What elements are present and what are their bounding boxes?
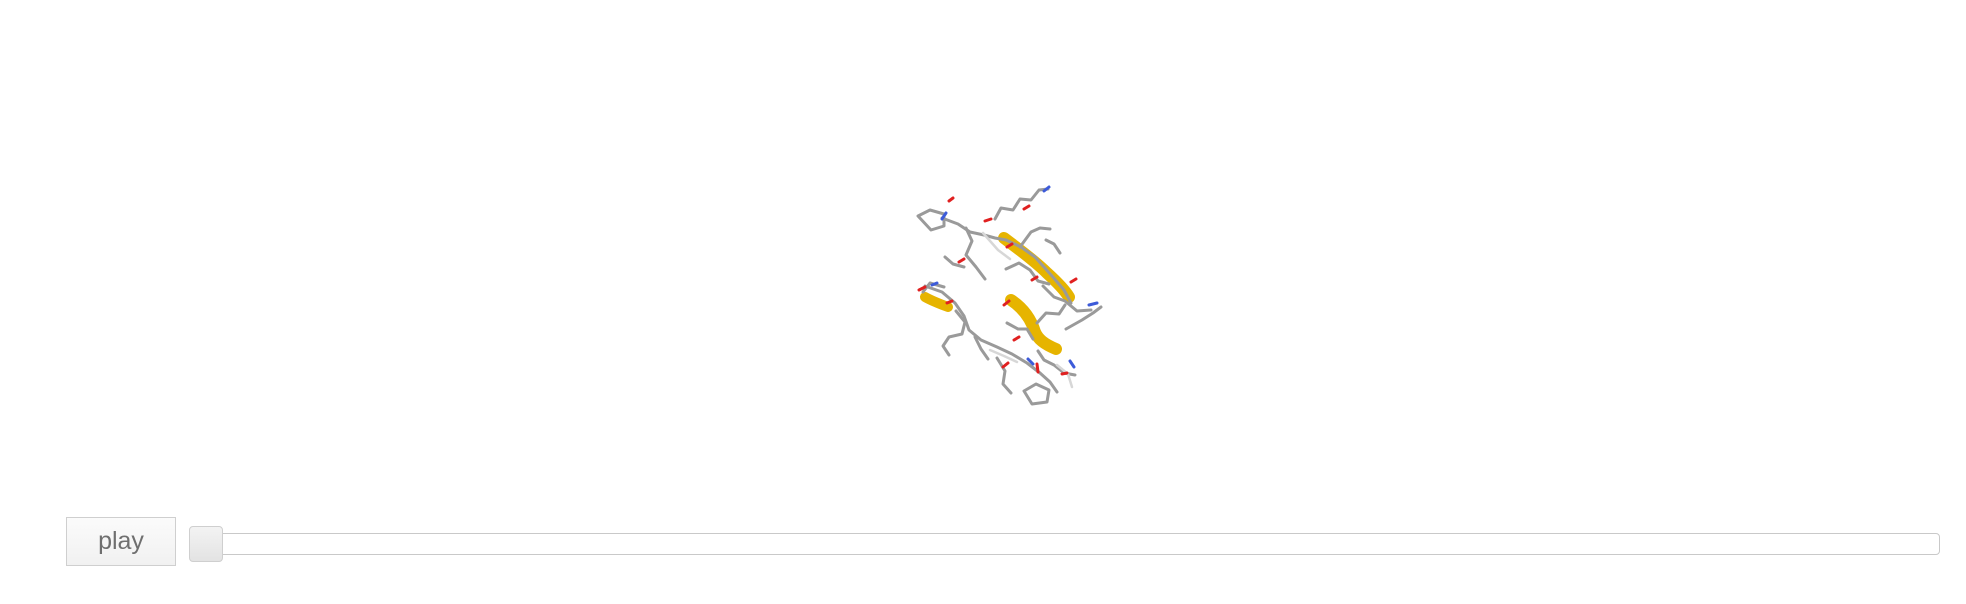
oxygen-14 xyxy=(1022,204,1031,211)
backbone-white-1 xyxy=(981,231,1012,261)
side-chain-12 xyxy=(1044,238,1062,255)
oxygen-10 xyxy=(1001,361,1010,369)
nitrogen-4 xyxy=(930,281,939,287)
side-chain-4 xyxy=(1064,305,1103,331)
frame-slider-handle[interactable] xyxy=(189,526,223,562)
beta-strand-upper xyxy=(998,232,1075,303)
side-chain-5 xyxy=(941,309,967,357)
side-chain-11 xyxy=(943,255,966,269)
nitrogen-3 xyxy=(940,211,948,221)
nitrogen-2 xyxy=(1087,301,1099,307)
oxygen-2 xyxy=(957,257,966,264)
side-chain-9 xyxy=(1035,303,1067,325)
molecule-structure xyxy=(916,185,1103,406)
beta-strand-middle xyxy=(1005,294,1062,355)
backbone-white-2 xyxy=(988,348,1019,364)
proline-ring-bottom xyxy=(1022,382,1051,406)
oxygen-9 xyxy=(1012,335,1021,342)
oxygen-3 xyxy=(1005,242,1014,249)
side-chain-14 xyxy=(973,335,990,361)
oxygen-5 xyxy=(1069,277,1078,284)
molecule-viewer[interactable] xyxy=(0,0,1966,500)
side-chain-7 xyxy=(995,356,1013,395)
playback-controls: play xyxy=(66,517,1946,569)
oxygen-7 xyxy=(945,299,954,305)
proline-ring-left xyxy=(916,208,946,232)
lysine-side-chain xyxy=(993,187,1050,221)
side-chain-3 xyxy=(1041,284,1093,313)
oxygen-13 xyxy=(983,217,993,223)
oxygen-12 xyxy=(1035,362,1040,374)
backbone-white-3 xyxy=(1055,363,1074,389)
side-chain-8 xyxy=(1018,226,1052,249)
oxygen-8 xyxy=(1002,299,1011,307)
side-chain-13 xyxy=(1005,321,1035,341)
nitrogen-6 xyxy=(1068,359,1076,369)
nitrogen-5 xyxy=(1026,357,1035,366)
side-chain-10 xyxy=(921,281,946,294)
oxygen-11 xyxy=(1060,371,1069,376)
oxygen-1 xyxy=(947,196,955,203)
oxygen-6 xyxy=(917,285,927,292)
play-button[interactable]: play xyxy=(66,517,176,566)
side-chain-2 xyxy=(1004,261,1051,286)
nitrogen-1 xyxy=(1042,185,1051,193)
side-chain-1 xyxy=(964,226,987,281)
oxygen-4 xyxy=(1030,275,1039,282)
frame-slider-track[interactable] xyxy=(190,533,1940,555)
ribbon-fragment xyxy=(920,292,953,312)
